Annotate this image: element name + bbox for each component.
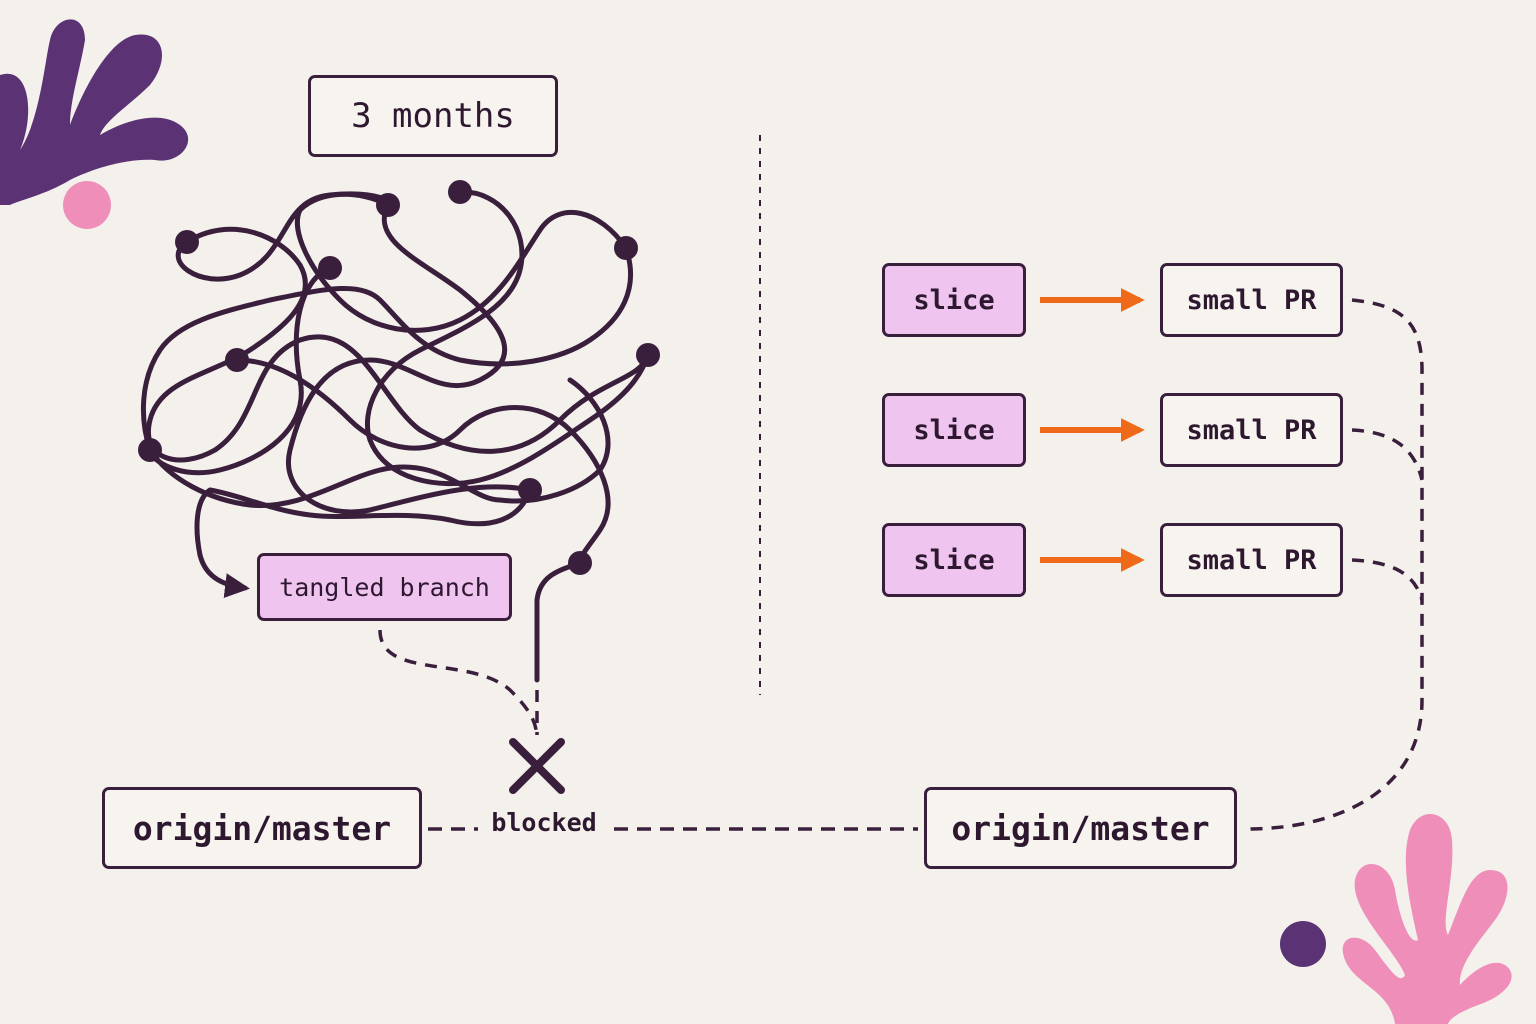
duration-label: 3 months (308, 75, 558, 157)
purple-dot-decoration (1280, 921, 1326, 967)
pr-merge-paths (1241, 298, 1424, 831)
commit-dot (175, 230, 199, 254)
commit-dot (636, 343, 660, 367)
pr-merge-path (1241, 298, 1424, 831)
pink-coral-decoration (1342, 813, 1512, 1024)
commit-dot (518, 478, 542, 502)
branch-merge-path (378, 629, 539, 736)
tangled-branch-label: tangled branch (257, 553, 512, 621)
small-pr-box: small PR (1160, 393, 1343, 467)
pink-dot-decoration (63, 181, 111, 229)
small-pr-box: small PR (1160, 263, 1343, 337)
commit-dot (318, 256, 342, 280)
purple-coral-decoration (0, 19, 189, 205)
commit-dot (448, 180, 472, 204)
pr-merge-path (1351, 558, 1424, 601)
tangled-branch-scribble (141, 189, 651, 683)
commit-dot (376, 193, 400, 217)
blocked-label: blocked (486, 808, 602, 837)
origin-master-left: origin/master (102, 787, 422, 869)
x-cross-icon (509, 738, 565, 794)
slice-arrows (1040, 288, 1145, 572)
small-pr-box: small PR (1160, 523, 1343, 597)
commit-dot (225, 348, 249, 372)
slice-box: slice (882, 263, 1026, 337)
slice-box: slice (882, 393, 1026, 467)
slice-box: slice (882, 523, 1026, 597)
origin-master-right: origin/master (924, 787, 1237, 869)
commit-dots (138, 180, 660, 575)
commit-dot (614, 236, 638, 260)
commit-dot (138, 438, 162, 462)
commit-dot (568, 551, 592, 575)
pr-merge-path (1351, 428, 1424, 481)
